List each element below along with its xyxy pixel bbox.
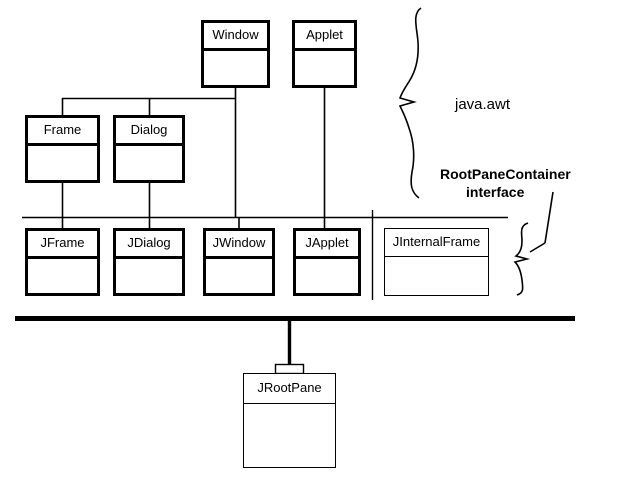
class-box-frame[interactable]: Frame [25,115,100,183]
class-body-jinternalframe [385,257,488,295]
class-name-jinternalframe: JInternalFrame [385,229,488,257]
class-name-dialog: Dialog [116,118,182,146]
class-box-jwindow[interactable]: JWindow [203,228,275,296]
class-body-applet [295,51,354,85]
rootpane-brace [513,222,531,296]
class-box-window[interactable]: Window [201,20,270,88]
class-name-applet: Applet [295,23,354,51]
class-body-jrootpane [244,404,335,467]
class-body-jframe [28,259,97,293]
package-label-java-awt: java.awt [455,96,511,113]
interface-leader-line [544,191,554,244]
class-box-dialog[interactable]: Dialog [113,115,185,183]
class-name-jrootpane: JRootPane [244,374,335,404]
class-name-jwindow: JWindow [206,231,272,259]
class-box-jinternalframe[interactable]: JInternalFrame [384,228,489,296]
class-body-window [204,51,267,85]
class-body-jdialog [116,259,182,293]
class-box-applet[interactable]: Applet [292,20,357,88]
interface-label-rootpanecontainer: RootPaneContainer [440,166,571,182]
class-box-jdialog[interactable]: JDialog [113,228,185,296]
class-box-japplet[interactable]: JApplet [293,228,361,296]
class-body-jwindow [206,259,272,293]
interface-label-interface: interface [466,184,525,200]
interface-leader-hook [529,242,546,253]
class-name-japplet: JApplet [296,231,358,259]
class-body-japplet [296,259,358,293]
class-name-window: Window [204,23,267,51]
class-name-frame: Frame [28,118,97,146]
class-name-jframe: JFrame [28,231,97,259]
awt-brace [398,7,422,199]
class-box-jframe[interactable]: JFrame [25,228,100,296]
class-box-jrootpane[interactable]: JRootPane [243,373,336,468]
class-body-dialog [116,146,182,180]
class-body-frame [28,146,97,180]
class-name-jdialog: JDialog [116,231,182,259]
